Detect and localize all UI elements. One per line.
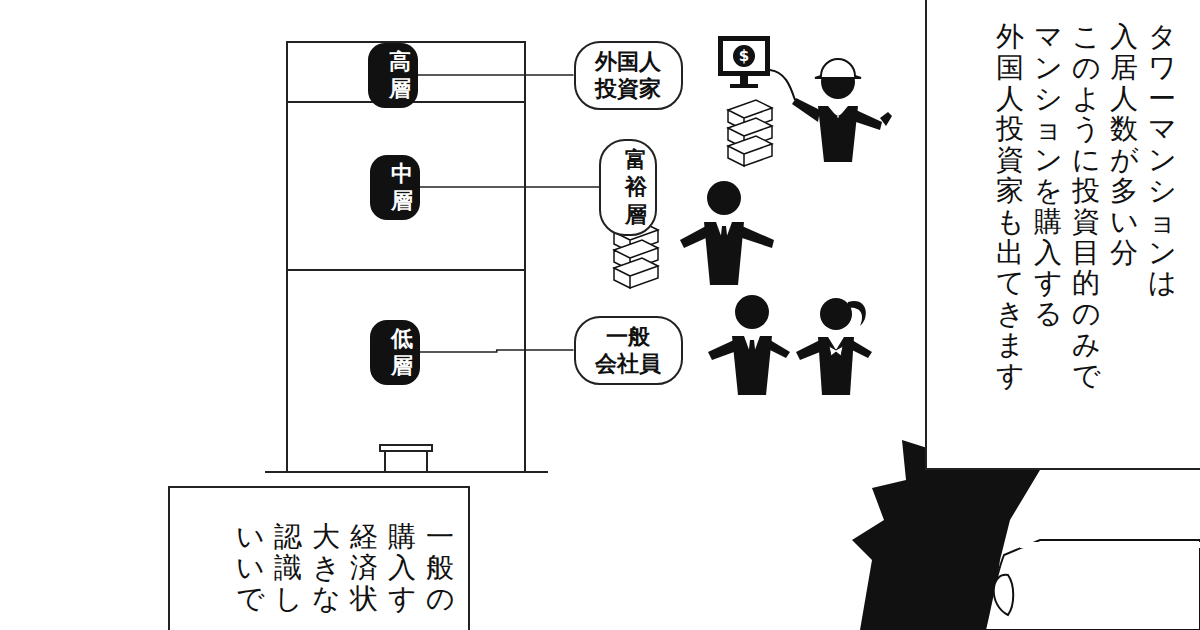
- ponytail: [848, 301, 866, 326]
- ear: [994, 575, 1014, 615]
- floor-tag: 低層: [370, 320, 420, 385]
- hand: [880, 112, 892, 126]
- floor-tag: 中層: [370, 155, 420, 220]
- narration-text: 購入す: [388, 522, 416, 614]
- computer-monitor: [718, 36, 795, 100]
- narration-text: 外国人投資家も出てきます: [996, 22, 1024, 392]
- body: [818, 337, 854, 395]
- bowtie: [831, 112, 845, 120]
- narration-text: 経済状: [350, 522, 378, 614]
- body: [732, 336, 772, 395]
- monitor-frame: [718, 36, 770, 76]
- body: [704, 222, 744, 285]
- leader-connector: [420, 186, 599, 188]
- cable: [770, 70, 795, 100]
- monitor-base: [730, 84, 758, 88]
- head: [707, 181, 741, 215]
- tag-label: 一般 会社員: [592, 323, 665, 378]
- face-mask: [1020, 542, 1200, 548]
- ribbon: [829, 346, 843, 356]
- arm: [796, 340, 820, 360]
- tag-label: 高層: [382, 48, 418, 103]
- tower-building: [265, 42, 548, 472]
- narration-text: マンションを購入する: [1034, 22, 1062, 330]
- tag-label: 中層: [384, 160, 420, 215]
- tie: [720, 226, 728, 249]
- resident-tag: 外国人 投資家: [574, 41, 683, 110]
- face: [985, 540, 1200, 630]
- arm: [792, 98, 820, 122]
- tag-label: 富裕層: [617, 146, 655, 229]
- narration-text: いいで: [236, 522, 264, 614]
- monitor-stand: [740, 76, 748, 84]
- arm: [852, 340, 872, 358]
- entrance-canopy: [380, 445, 432, 451]
- office-worker-figure: [796, 298, 872, 395]
- arm: [680, 226, 706, 248]
- resident-tag: 富裕層: [599, 139, 657, 236]
- arm: [708, 340, 734, 360]
- tie: [748, 340, 756, 363]
- investor-figure: [792, 59, 892, 162]
- dollar-sign: $: [739, 47, 749, 65]
- narration-text: 入居人数が多い分: [1110, 22, 1138, 268]
- office-worker-figure: [708, 295, 790, 395]
- arm: [742, 226, 774, 248]
- head: [820, 298, 852, 330]
- floor-divider: [287, 269, 525, 271]
- leader-connector: [420, 350, 574, 352]
- money-stack: [728, 100, 772, 166]
- arm: [856, 110, 882, 130]
- narration-text: 一般の: [426, 522, 454, 614]
- narration-text: このように投資目的のみで: [1072, 22, 1100, 392]
- bundle: [614, 258, 658, 288]
- resident-tag: 一般 会社員: [574, 316, 683, 385]
- wealthy-figure: [680, 181, 774, 285]
- narration-text: タワーマンションは: [1148, 22, 1176, 299]
- narration-text: 認識し: [274, 522, 302, 614]
- bundle: [728, 136, 772, 166]
- tag-label: 低層: [384, 325, 420, 380]
- body: [818, 106, 858, 162]
- tag-label: 外国人 投資家: [592, 48, 665, 103]
- arm: [770, 340, 790, 358]
- building-outline: [287, 42, 525, 472]
- entrance: [385, 451, 427, 472]
- dollar-badge: [733, 45, 755, 67]
- cap: [815, 59, 861, 78]
- monitor-screen: [723, 41, 765, 71]
- leader-connector: [418, 74, 574, 76]
- narration-box: 一般の購入す経済状大きな認識しいいで: [168, 486, 470, 630]
- narration-box: タワーマンションは入居人数が多い分このように投資目的のみでマンションを購入する外…: [925, 0, 1200, 470]
- head: [735, 295, 769, 329]
- floor-tag: 高層: [368, 43, 418, 108]
- narration-text: 大きな: [312, 522, 340, 614]
